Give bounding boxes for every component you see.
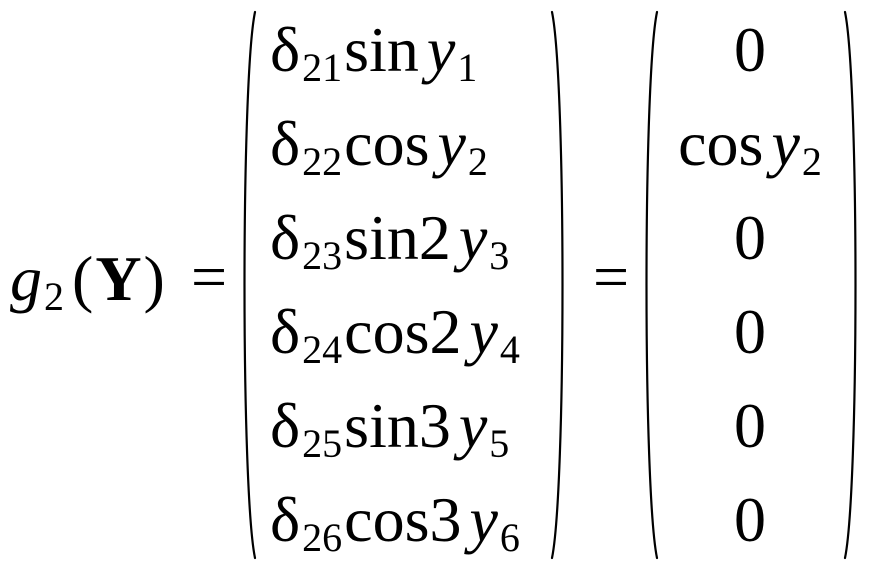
left-vector-row: δ 25 sin3 y 5 <box>270 394 509 474</box>
delta-symbol: δ <box>270 108 301 179</box>
trig-function: cos <box>344 108 430 179</box>
delta-symbol: δ <box>270 202 301 273</box>
trig-function: cos2 <box>344 296 462 367</box>
function-name: g <box>10 243 42 314</box>
vector-entry: 0 <box>734 390 766 461</box>
coef-subscript: 22 <box>302 139 343 184</box>
trig-function: cos3 <box>344 484 462 555</box>
left-vector-row: δ 24 cos2 y 4 <box>270 300 520 380</box>
vector-entry: 0 <box>734 296 766 367</box>
variable-subscript: 4 <box>499 327 520 372</box>
variable: y <box>426 14 456 85</box>
close-paren: ) <box>143 243 165 314</box>
delta-symbol: δ <box>270 14 301 85</box>
trig-function: cos <box>678 108 764 179</box>
vector-entry: 0 <box>734 202 766 273</box>
right-vector-row: cos y 2 <box>660 112 840 192</box>
variable: y <box>437 108 466 179</box>
right-vector-row: 0 <box>660 300 840 380</box>
coef-subscript: 21 <box>302 45 343 90</box>
variable: y <box>469 484 498 555</box>
delta-symbol: δ <box>270 296 301 367</box>
left-vector-open-bracket <box>243 10 257 560</box>
right-vector-close-bracket <box>843 10 857 560</box>
variable: y <box>458 390 488 461</box>
vector-entry: 0 <box>734 484 766 555</box>
trig-function: sin3 <box>344 390 451 461</box>
variable-subscript: 6 <box>499 515 520 560</box>
coef-subscript: 23 <box>302 233 343 278</box>
variable-subscript: 3 <box>489 233 510 278</box>
variable: y <box>458 202 488 273</box>
equals-sign-2: = <box>593 241 630 312</box>
coef-subscript: 25 <box>302 421 343 466</box>
equals-sign-1: = <box>191 241 228 312</box>
left-vector-row: δ 26 cos3 y 6 <box>270 488 520 568</box>
left-vector-row: δ 21 sin y 1 <box>270 18 477 98</box>
argument-Y: Y <box>95 243 142 314</box>
open-paren: ( <box>72 243 94 314</box>
right-vector-row: 0 <box>660 18 840 98</box>
variable-subscript: 1 <box>457 45 478 90</box>
right-vector-row: 0 <box>660 488 840 568</box>
right-vector-row: 0 <box>660 206 840 286</box>
left-vector-close-bracket <box>550 10 564 560</box>
variable-subscript: 5 <box>489 421 510 466</box>
trig-function: sin <box>344 14 419 85</box>
right-vector-row: 0 <box>660 394 840 474</box>
function-subscript: 2 <box>44 274 64 319</box>
delta-symbol: δ <box>270 484 301 555</box>
trig-function: sin2 <box>344 202 451 273</box>
delta-symbol: δ <box>270 390 301 461</box>
lhs-expression: g 2 ( Y ) <box>10 247 167 327</box>
coef-subscript: 26 <box>302 515 343 560</box>
right-vector-open-bracket <box>645 10 659 560</box>
variable: y <box>469 296 498 367</box>
variable: y <box>771 108 800 179</box>
variable-subscript: 2 <box>467 139 488 184</box>
vector-entry: 0 <box>734 14 766 85</box>
left-vector-row: δ 23 sin2 y 3 <box>270 206 509 286</box>
variable-subscript: 2 <box>801 139 822 184</box>
coef-subscript: 24 <box>302 327 343 372</box>
left-vector-row: δ 22 cos y 2 <box>270 112 488 192</box>
